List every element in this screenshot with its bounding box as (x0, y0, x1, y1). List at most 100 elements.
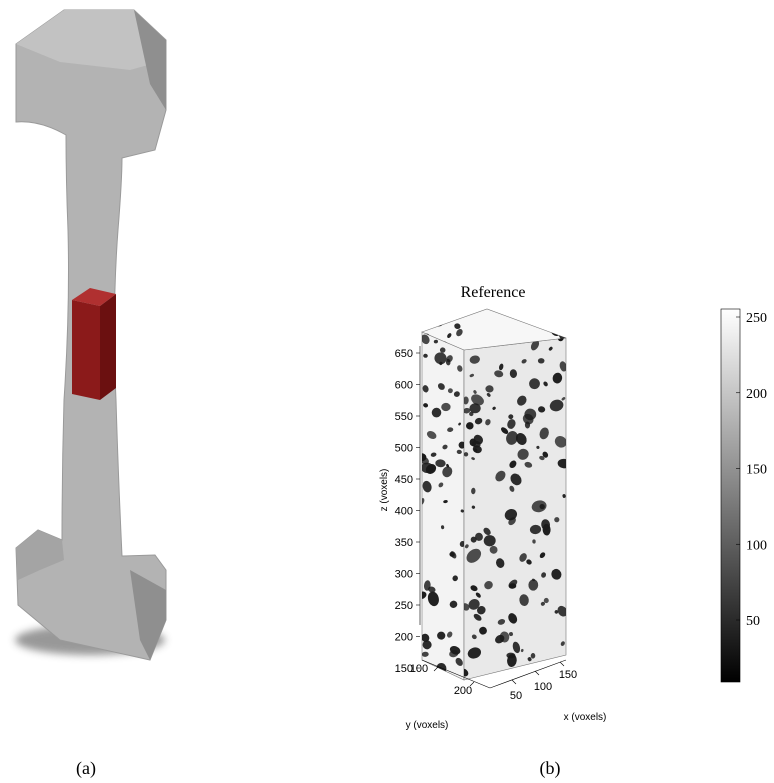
pore (464, 407, 471, 414)
roi-box-top (72, 288, 116, 306)
pore (524, 461, 533, 468)
pore (489, 545, 498, 554)
pore (537, 358, 545, 364)
pore (506, 430, 518, 445)
pore (548, 346, 553, 351)
pore (541, 519, 551, 531)
z-tick: 350 (395, 537, 413, 549)
pore (509, 460, 517, 469)
volume-title: Reference (461, 284, 526, 301)
pore (460, 509, 464, 513)
pore (439, 347, 446, 353)
y-tick: 100 (410, 663, 428, 675)
pore (469, 411, 474, 417)
pore (557, 458, 566, 469)
pore (558, 338, 564, 342)
pore (449, 650, 459, 658)
pore (449, 551, 455, 557)
pore (440, 525, 445, 530)
pore (555, 663, 560, 668)
pore (469, 373, 475, 378)
pore (468, 599, 480, 610)
pore (458, 441, 464, 449)
pore (508, 579, 518, 588)
pore (434, 352, 447, 365)
pore (446, 463, 449, 468)
pore (471, 487, 476, 495)
pore (510, 473, 522, 486)
pore (452, 575, 458, 582)
pore (554, 436, 566, 448)
x-tick: 50 (510, 690, 522, 702)
pore (426, 430, 437, 440)
pore (449, 600, 458, 608)
pore (464, 603, 470, 611)
pore (422, 633, 430, 642)
pore (464, 396, 469, 405)
panel-b-label: (b) (540, 758, 561, 779)
pore (543, 597, 549, 604)
pore (455, 657, 463, 666)
pore (422, 498, 425, 505)
pore (527, 657, 532, 662)
pore (517, 448, 529, 460)
pore (423, 403, 429, 408)
pore (541, 572, 547, 578)
pore (539, 427, 549, 440)
pore (443, 500, 448, 504)
pore (554, 517, 560, 523)
pore (464, 668, 469, 677)
pore (467, 647, 482, 659)
pore (476, 606, 486, 615)
pore (532, 539, 536, 544)
pore (430, 452, 437, 457)
pore (557, 312, 566, 319)
pore (423, 580, 431, 591)
pore (457, 365, 463, 372)
pore (423, 353, 428, 358)
z-tick: 300 (395, 569, 413, 581)
pore (521, 359, 527, 364)
pore (552, 372, 563, 384)
pore (512, 641, 521, 654)
pore (497, 619, 506, 625)
pore (492, 406, 496, 410)
z-tick: 150 (395, 663, 413, 675)
pore (422, 385, 429, 393)
roi-box-front (72, 300, 100, 400)
pore (422, 309, 434, 317)
pore (528, 579, 539, 591)
pore (436, 663, 447, 674)
pore (530, 340, 540, 351)
pore (422, 456, 429, 465)
pore (551, 568, 562, 580)
pore (557, 605, 566, 617)
pore (422, 462, 434, 474)
pore (507, 419, 516, 429)
pore (519, 553, 527, 562)
pore (562, 494, 566, 498)
colorbar-tick: 200 (746, 387, 767, 402)
z-axis-label: z (voxels) (379, 469, 390, 512)
pore (549, 399, 564, 412)
pore (542, 451, 549, 458)
pore (427, 591, 439, 607)
pore (539, 552, 546, 559)
pore (456, 328, 463, 337)
pore (560, 641, 565, 646)
colorbar-gradient (720, 308, 741, 683)
pore (525, 312, 534, 320)
pore (539, 455, 545, 461)
specimen-diagram (15, 9, 167, 661)
y-axis: 100 200 y (voxels) (406, 659, 491, 731)
roi-box-side (100, 294, 116, 400)
pore (447, 333, 452, 339)
pore (437, 383, 445, 390)
pore (540, 601, 545, 606)
pore (447, 388, 453, 394)
pore (458, 422, 461, 426)
volume-face-right (463, 337, 567, 681)
pore (509, 632, 513, 637)
colorbar-tick: 250 (746, 311, 767, 326)
pore (469, 355, 480, 364)
